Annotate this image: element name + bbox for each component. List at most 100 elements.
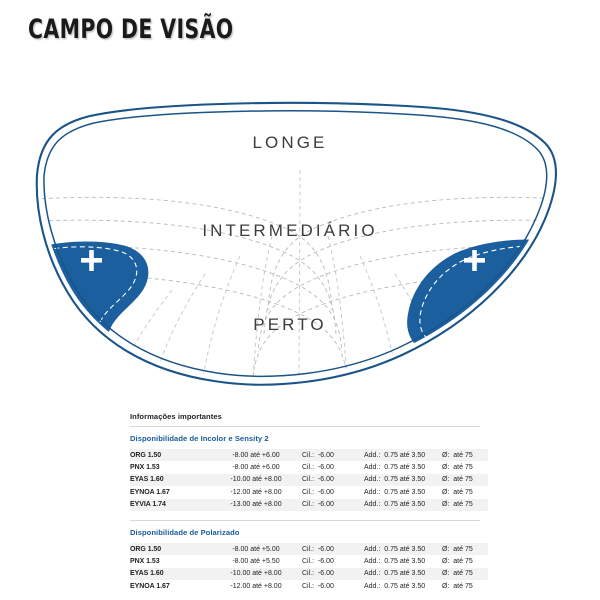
cell-diametro: Ø: até 75 (442, 449, 488, 462)
add-value: 0.75 até 3.50 (384, 464, 426, 472)
info-heading: Informações importantes (130, 412, 222, 421)
cell-esferico: -13.00 até +8.00 (210, 498, 302, 511)
cell-product: ORG 1.50 (130, 449, 210, 462)
add-value: 0.75 até 3.50 (384, 488, 426, 496)
diam-label: Ø: (442, 501, 450, 509)
cell-product: EYVIA 1.74 (130, 498, 210, 511)
add-label: Add.: (364, 451, 381, 459)
lens-diagram-svg: LONGE INTERMEDIÁRIO PERTO (35, 101, 557, 386)
diam-label: Ø: (442, 570, 450, 578)
diam-value: até 75 (453, 501, 473, 509)
section-divider (130, 519, 480, 521)
cell-adicao: Add.: 0.75 até 3.50 (364, 580, 442, 592)
cil-value: -6.00 (317, 570, 334, 578)
cell-adicao: Add.: 0.75 até 3.50 (364, 567, 442, 580)
diam-label: Ø: (442, 476, 450, 484)
cell-diametro: Ø: até 75 (442, 486, 488, 498)
cell-esferico: -10.00 até +8.00 (210, 473, 302, 487)
cell-diametro: Ø: até 75 (442, 567, 488, 580)
information-block: Informações importantes Disponibilidade … (130, 412, 488, 593)
cil-value: -6.00 (317, 582, 334, 590)
section-title-polarizado: Disponibilidade de Polarizado (130, 527, 240, 537)
cell-product: EYAS 1.60 (130, 473, 210, 487)
cil-value: -6.00 (317, 488, 334, 496)
section-incolor-sensity: Disponibilidade de Incolor e Sensity 2 O… (130, 427, 488, 511)
cell-diametro: Ø: até 75 (442, 555, 488, 567)
diam-value: até 75 (453, 488, 473, 496)
left-near-zone (44, 241, 149, 380)
cell-product: EYAS 1.60 (130, 567, 210, 580)
cell-cilindrico: Cil.: -6.00 (302, 473, 364, 487)
cell-cilindrico: Cil.: -6.00 (302, 486, 364, 498)
heading-divider (130, 426, 480, 427)
cell-adicao: Add.: 0.75 até 3.50 (364, 555, 442, 567)
add-value: 0.75 até 3.50 (384, 570, 426, 578)
diam-value: até 75 (453, 476, 473, 484)
cil-label: Cil.: (302, 488, 315, 496)
cil-label: Cil.: (302, 476, 315, 484)
diam-value: até 75 (453, 545, 473, 553)
diam-label: Ø: (442, 464, 450, 472)
diam-label: Ø: (442, 488, 450, 496)
section-spacer (130, 511, 480, 520)
availability-table-incolor-sensity: ORG 1.50 -8.00 até +6.00 Cil.: -6.00 Add… (130, 449, 488, 511)
diam-value: até 75 (453, 464, 473, 472)
cil-label: Cil.: (302, 464, 315, 472)
table-row: PNX 1.53 -8.00 até +5.50 Cil.: -6.00 Add… (130, 555, 488, 567)
cell-product: EYNOA 1.67 (130, 582, 170, 590)
right-plus-icon (464, 250, 485, 271)
cell-product: EYNOA 1.67 (130, 488, 170, 496)
cil-label: Cil.: (302, 545, 315, 553)
lens-diagram: LONGE INTERMEDIÁRIO PERTO (0, 50, 600, 395)
add-value: 0.75 até 3.50 (384, 501, 426, 509)
cell-cilindrico: Cil.: -6.00 (302, 498, 364, 511)
table-row: ORG 1.50 -8.00 até +5.00 Cil.: -6.00 Add… (130, 542, 488, 556)
cell-adicao: Add.: 0.75 até 3.50 (364, 473, 442, 487)
lens-zone-label-intermediario: INTERMEDIÁRIO (202, 221, 377, 240)
cell-esferico: -8.00 até +5.50 (232, 557, 280, 565)
diam-label: Ø: (442, 582, 450, 590)
cil-value: -6.00 (317, 451, 334, 459)
cil-value: -6.00 (317, 464, 334, 472)
add-value: 0.75 até 3.50 (384, 451, 426, 459)
left-plus-icon (81, 250, 102, 271)
cell-diametro: Ø: até 75 (442, 498, 488, 511)
add-value: 0.75 até 3.50 (384, 582, 426, 590)
lens-body (40, 107, 551, 380)
cell-esferico: -8.00 até +5.00 (210, 542, 302, 556)
cil-label: Cil.: (302, 451, 315, 459)
cell-cilindrico: Cil.: -6.00 (302, 567, 364, 580)
cell-diametro: Ø: até 75 (442, 580, 488, 592)
lens-outline (35, 101, 557, 386)
add-value: 0.75 até 3.50 (384, 476, 426, 484)
table-row: EYAS 1.60 -10.00 até +8.00 Cil.: -6.00 A… (130, 473, 488, 487)
section-title-incolor-sensity: Disponibilidade de Incolor e Sensity 2 (130, 434, 269, 443)
cell-product: PNX 1.53 (130, 557, 160, 565)
cil-label: Cil.: (302, 582, 315, 590)
diam-label: Ø: (442, 545, 450, 553)
diam-value: até 75 (453, 582, 473, 590)
cil-value: -6.00 (317, 476, 334, 484)
cell-cilindrico: Cil.: -6.00 (302, 580, 364, 592)
add-label: Add.: (364, 557, 381, 565)
availability-table-polarizado: ORG 1.50 -8.00 até +5.00 Cil.: -6.00 Add… (130, 542, 488, 593)
table-row: EYAS 1.60 -10.00 até +8.00 Cil.: -6.00 A… (130, 567, 488, 580)
cil-value: -6.00 (317, 501, 334, 509)
add-label: Add.: (364, 582, 381, 590)
table-row: PNX 1.53 -8.00 até +6.00 Cil.: -6.00 Add… (130, 461, 488, 473)
cell-esferico: -12.00 até +8.00 (230, 488, 282, 496)
cil-label: Cil.: (302, 570, 315, 578)
add-value: 0.75 até 3.50 (384, 557, 426, 565)
cell-esferico: -12.00 até +8.00 (230, 582, 282, 590)
cil-value: -6.00 (317, 557, 334, 565)
lens-zone-label-longe: LONGE (252, 133, 327, 152)
section-polarizado: Disponibilidade de Polarizado ORG 1.50 -… (130, 521, 488, 593)
cell-adicao: Add.: 0.75 até 3.50 (364, 498, 442, 511)
title-bar: CAMPO DE VISÃO (28, 14, 448, 48)
cell-product: PNX 1.53 (130, 464, 160, 472)
table-row: ORG 1.50 -8.00 até +6.00 Cil.: -6.00 Add… (130, 449, 488, 462)
cell-esferico: -8.00 até +6.00 (232, 464, 280, 472)
diam-label: Ø: (442, 451, 450, 459)
add-label: Add.: (364, 464, 381, 472)
